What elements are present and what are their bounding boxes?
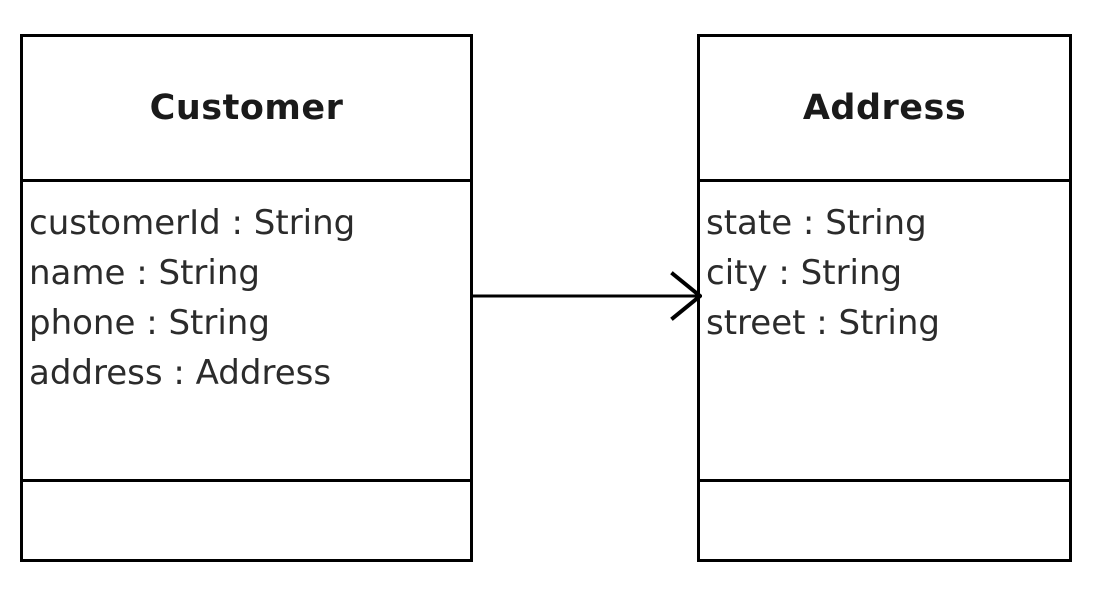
attribute-row: customerId : String	[29, 203, 356, 243]
uml-class-address[interactable]: Address state : String city : String str…	[697, 34, 1077, 567]
attribute-row: name : String	[29, 253, 260, 293]
open-arrowhead-icon	[670, 271, 702, 321]
attribute-row: address : Address	[29, 353, 332, 393]
attribute-row: state : String	[706, 203, 927, 243]
class-attributes-compartment-address: state : String city : String street : St…	[700, 182, 1069, 482]
class-title-address: Address	[802, 87, 967, 128]
attribute-row: phone : String	[29, 303, 270, 343]
class-name-compartment-address: Address	[700, 37, 1069, 182]
class-name-compartment-customer: Customer	[23, 37, 470, 182]
class-operations-compartment-customer	[23, 482, 470, 559]
class-title-customer: Customer	[149, 87, 344, 128]
class-attributes-compartment-customer: customerId : String name : String phone …	[23, 182, 470, 482]
attribute-row: city : String	[706, 253, 903, 293]
uml-class-customer[interactable]: Customer customerId : String name : Stri…	[20, 34, 478, 567]
attribute-row: street : String	[706, 303, 940, 343]
association-arrow-customer-to-address[interactable]	[470, 268, 702, 326]
class-operations-compartment-address	[700, 482, 1069, 559]
